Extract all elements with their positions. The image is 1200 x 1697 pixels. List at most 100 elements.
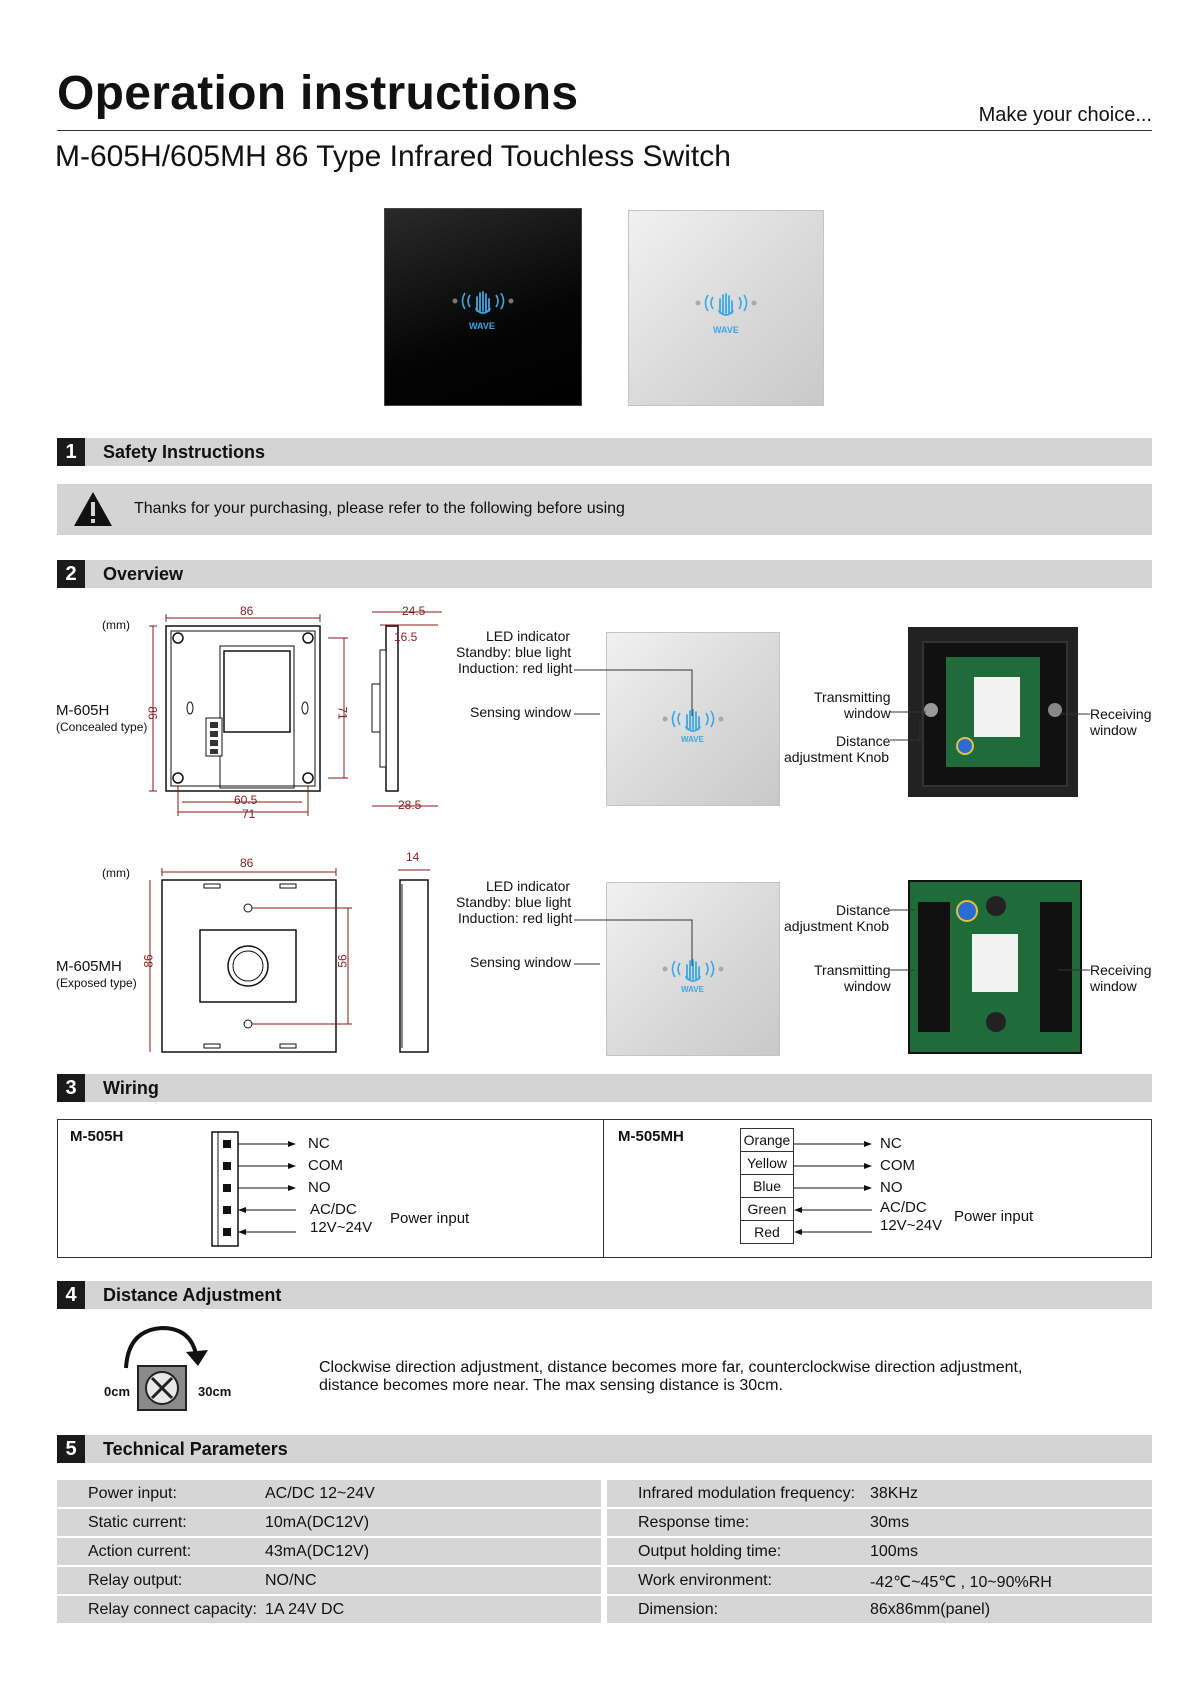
page-subtitle: M-605H/605MH 86 Type Infrared Touchless … xyxy=(55,140,731,173)
terminal-acdc: AC/DC xyxy=(310,1201,357,1218)
m605mh-dimension-drawing xyxy=(149,868,430,1053)
param-row: Static current:10mA(DC12V) xyxy=(57,1509,601,1536)
param-value: NO/NC xyxy=(265,1572,317,1589)
callout-lines xyxy=(890,711,1090,741)
pcb-back-605mh xyxy=(908,880,1082,1054)
section-header-wiring: 3 Wiring xyxy=(57,1074,1152,1102)
param-value: 1A 24V DC xyxy=(265,1601,345,1618)
dim-width: 86 xyxy=(240,856,254,870)
wave-label: WAVE xyxy=(681,985,704,994)
param-row: Response time:30ms xyxy=(607,1509,1152,1536)
pcb-back-605h xyxy=(908,627,1078,797)
section-header-parameters: 5 Technical Parameters xyxy=(57,1435,1152,1463)
page-title: Operation instructions xyxy=(57,67,579,120)
sensing-window-label: Sensing window xyxy=(470,704,572,720)
hand-wave-icon xyxy=(695,293,757,316)
distance-max: 30cm xyxy=(198,1384,232,1399)
adjustment-knob-icon xyxy=(124,1325,208,1411)
distance-knob-label: Distance xyxy=(836,733,891,749)
header-rule xyxy=(57,130,1152,131)
unit-label: (mm) xyxy=(102,866,130,880)
receiving-label: Receiving xyxy=(1090,706,1152,722)
transmitting-label: Transmitting xyxy=(814,962,891,978)
distance-knob-label-2: adjustment Knob xyxy=(784,749,890,765)
param-key: Dimension: xyxy=(638,1601,719,1618)
dim-depth-c: 28.5 xyxy=(398,798,422,812)
dim-inner-height: 71 xyxy=(335,706,350,720)
wiring-box-m505h xyxy=(57,1119,604,1258)
tagline: Make your choice... xyxy=(978,104,1152,126)
wave-label: WAVE xyxy=(713,325,739,335)
dim-depth: 14 xyxy=(406,850,420,864)
front-panel-605h: WAVE xyxy=(606,632,780,806)
wire-color-blue: Blue xyxy=(740,1174,794,1198)
unit-label: (mm) xyxy=(102,618,130,632)
led-induction: Induction: red light xyxy=(458,910,573,926)
hand-wave-icon xyxy=(452,291,514,314)
terminal-voltage: 12V~24V xyxy=(310,1219,373,1236)
section-title: Distance Adjustment xyxy=(103,1285,282,1305)
dim-bottom-b: 71 xyxy=(242,807,256,821)
distance-description-1: Clockwise direction adjustment, distance… xyxy=(319,1359,1023,1376)
front-panel-605mh: WAVE xyxy=(606,882,780,1056)
terminal-voltage: 12V~24V xyxy=(880,1217,943,1234)
transmitting-label: Transmitting xyxy=(814,689,891,705)
dim-depth-b: 16.5 xyxy=(394,630,418,644)
transmitting-label-2: window xyxy=(844,705,891,721)
terminal-nc: NC xyxy=(308,1135,330,1152)
terminal-nc: NC xyxy=(880,1135,902,1152)
receiving-label-2: window xyxy=(1090,978,1137,994)
led-standby: Standby: blue light xyxy=(456,644,572,660)
callout-lines xyxy=(574,669,693,716)
wiring-box-m505mh xyxy=(602,1119,1152,1258)
param-value: AC/DC 12~24V xyxy=(265,1485,375,1502)
section-number: 5 xyxy=(57,1435,85,1463)
param-row: Work environment:-42℃~45℃ , 10~90%RH xyxy=(607,1567,1152,1594)
dim-height: 86 xyxy=(145,706,160,720)
param-row: Relay connect capacity: 1A 24V DC xyxy=(57,1596,601,1623)
wave-label: WAVE xyxy=(681,735,704,744)
black-panel-image: WAVE xyxy=(384,208,582,406)
model-label: M-605H xyxy=(56,702,110,719)
callout-lines xyxy=(574,919,693,966)
section-number: 1 xyxy=(57,438,85,466)
receiving-label-2: window xyxy=(1090,722,1137,738)
param-key: Static current: xyxy=(88,1514,187,1531)
dim-bottom-a: 60.5 xyxy=(234,793,258,807)
param-key: Relay connect capacity: xyxy=(88,1601,257,1618)
param-value: 43mA(DC12V) xyxy=(265,1543,370,1560)
section-title: Safety Instructions xyxy=(103,442,266,462)
param-row: Output holding time: 100ms xyxy=(607,1538,1152,1565)
model-label: M-605MH xyxy=(56,958,122,975)
wire-color-green: Green xyxy=(740,1197,794,1221)
param-row: Dimension:86x86mm(panel) xyxy=(607,1596,1152,1623)
hand-wave-icon xyxy=(662,959,724,982)
terminal-com: COM xyxy=(308,1157,343,1174)
wiring-model-left: M-505H xyxy=(70,1128,124,1145)
wire-color-yellow: Yellow xyxy=(740,1151,794,1175)
silver-panel-image: WAVE xyxy=(628,210,824,406)
model-type: (Concealed type) xyxy=(56,720,148,734)
power-input-label: Power input xyxy=(390,1210,470,1227)
section-header-safety: 1 Safety Instructions xyxy=(57,438,1152,466)
terminal-com: COM xyxy=(880,1157,915,1174)
terminal-block-icon xyxy=(211,1131,296,1247)
transmitting-label-2: window xyxy=(844,978,891,994)
param-value: 100ms xyxy=(870,1543,919,1560)
terminal-acdc: AC/DC xyxy=(880,1199,927,1216)
param-key: Work environment: xyxy=(638,1572,772,1589)
warning-icon xyxy=(74,492,112,526)
param-key: Output holding time: xyxy=(638,1543,782,1560)
wave-label: WAVE xyxy=(469,321,495,331)
dim-depth-a: 24.5 xyxy=(402,604,426,618)
section-title: Wiring xyxy=(103,1078,159,1098)
dim-width: 86 xyxy=(240,604,254,618)
wiring-model-right: M-505MH xyxy=(618,1128,684,1145)
section-title: Overview xyxy=(103,564,184,584)
hand-wave-icon xyxy=(662,709,724,732)
param-value: 38KHz xyxy=(870,1485,919,1502)
wire-arrows xyxy=(794,1141,872,1235)
param-row: Relay output:NO/NC xyxy=(57,1567,601,1594)
param-key: Infrared modulation frequency: xyxy=(638,1485,856,1502)
led-label: LED indicator xyxy=(486,628,571,644)
